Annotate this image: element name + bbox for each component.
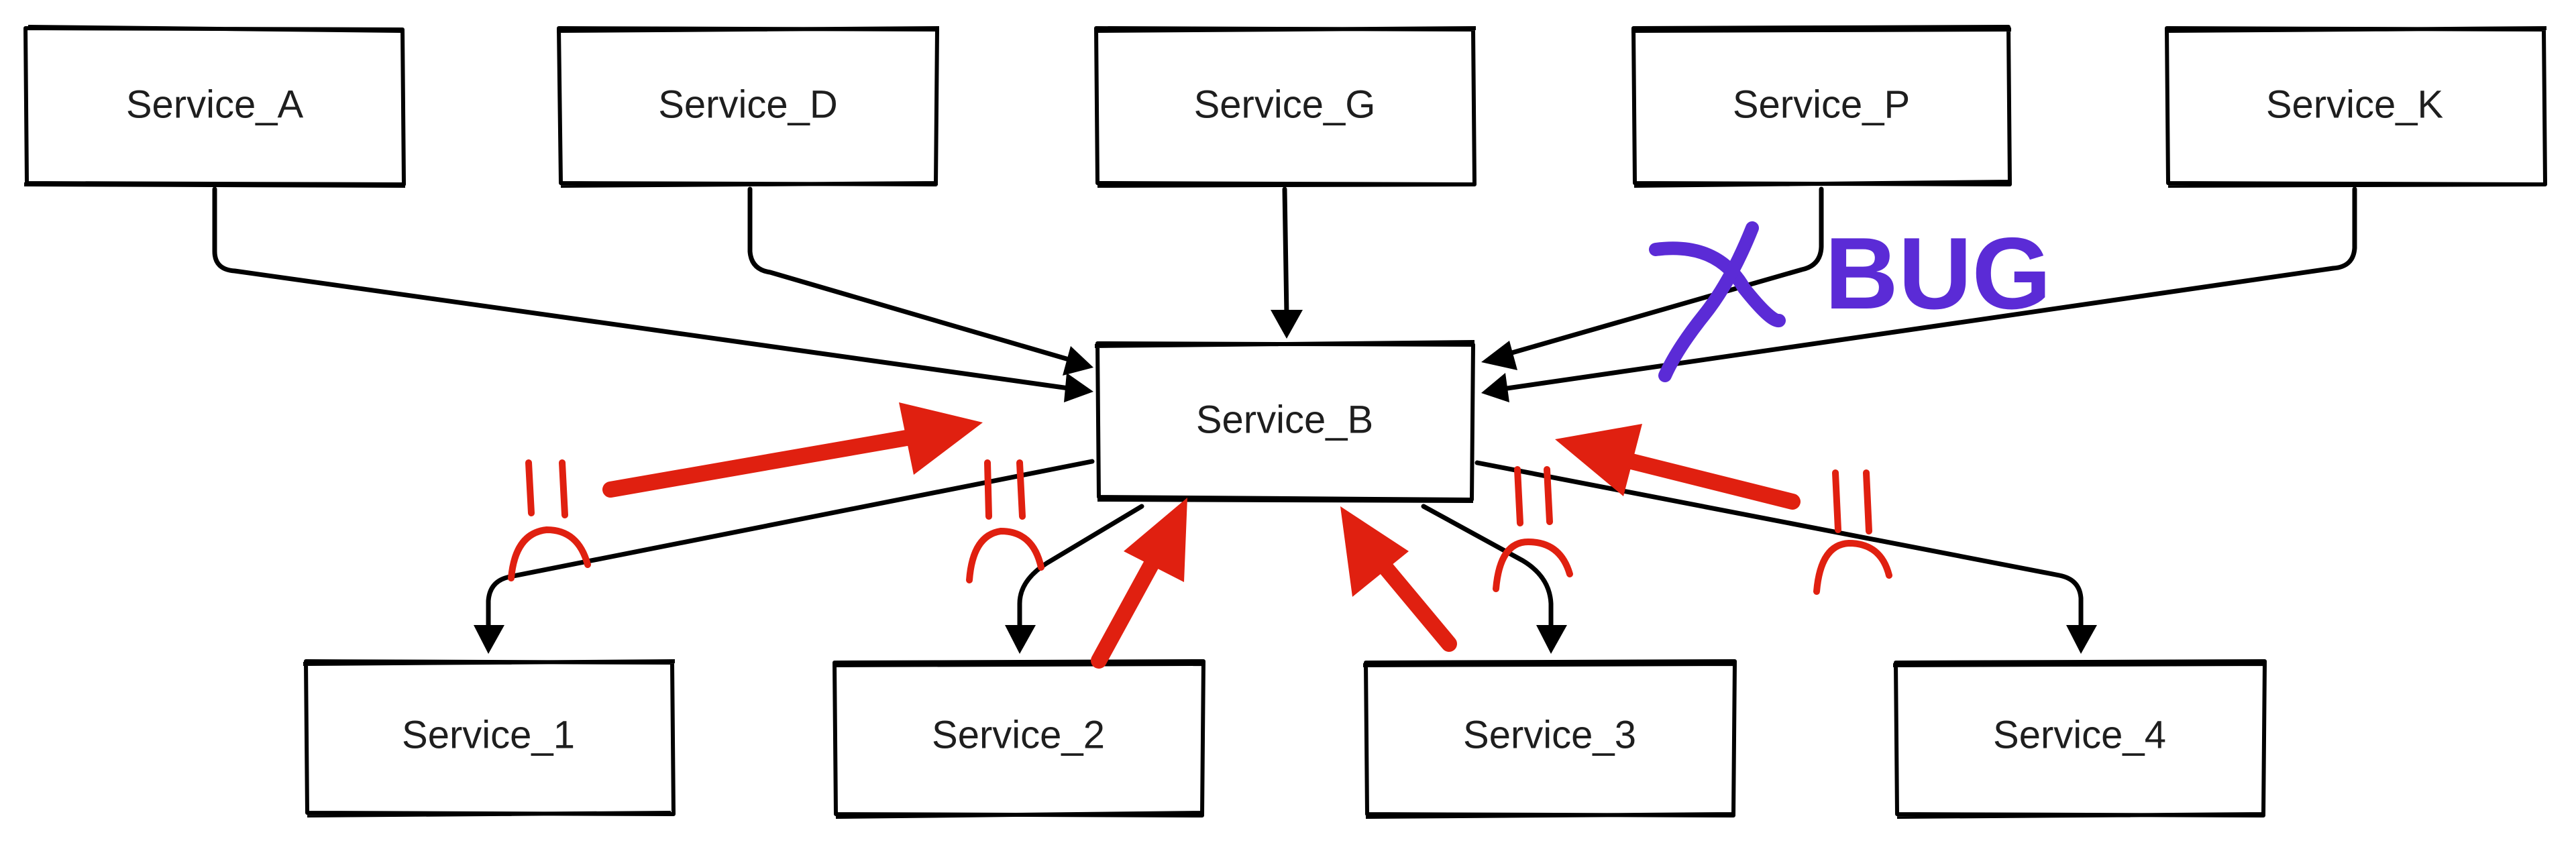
edge-service-a-to-service-b — [212, 186, 1093, 402]
red-arrow-service-3 — [1340, 506, 1457, 652]
node-service-a-label: Service_A — [126, 82, 304, 126]
red-arrow-head-icon — [1340, 506, 1409, 597]
edge-service-b-to-service-2 — [1005, 504, 1144, 654]
node-service-k-label: Service_K — [2266, 82, 2444, 126]
arrowhead-icon — [474, 625, 504, 654]
edge-service-g-to-service-b — [1271, 186, 1303, 339]
node-service-b-label: Service_B — [1196, 398, 1373, 441]
red-arrow-head-icon — [899, 402, 983, 475]
warning-mark-icon — [508, 459, 591, 581]
edge-service-d-to-service-b — [747, 186, 1093, 376]
edge-service-p-to-service-b — [1481, 186, 1824, 370]
bug-label: BUG — [1825, 217, 2051, 331]
edge-service-b-to-service-4 — [1474, 460, 2097, 654]
arrowhead-icon — [1481, 373, 1509, 402]
arrowhead-icon — [2066, 625, 2097, 654]
warning-mark-icon — [1493, 466, 1573, 592]
edge-service-k-to-service-b — [1481, 186, 2357, 402]
node-service-k[interactable]: Service_K — [2165, 26, 2547, 188]
red-arrow-head-icon — [1124, 498, 1187, 582]
node-service-3-label: Service_3 — [1463, 713, 1636, 756]
arrowhead-icon — [1064, 373, 1093, 402]
node-service-1[interactable]: Service_1 — [303, 659, 676, 817]
node-service-p-label: Service_P — [1733, 82, 1910, 126]
node-service-a[interactable]: Service_A — [23, 25, 406, 188]
arrowhead-icon — [1005, 625, 1036, 654]
node-service-2[interactable]: Service_2 — [833, 659, 1205, 819]
bug-cross-icon — [1649, 221, 1786, 382]
warning-mark-icon — [1813, 469, 1892, 595]
node-service-g-label: Service_G — [1194, 82, 1376, 126]
node-service-b[interactable]: Service_B — [1094, 340, 1475, 503]
node-service-d-label: Service_D — [658, 82, 838, 126]
arrowhead-icon — [1536, 625, 1567, 654]
node-service-1-label: Service_1 — [402, 713, 575, 756]
red-arrow-left — [602, 402, 983, 498]
red-arrow-service-2 — [1091, 498, 1187, 669]
warning-mark-icon — [966, 459, 1044, 583]
red-arrow-right — [1555, 424, 1801, 510]
node-service-p[interactable]: Service_P — [1631, 25, 2012, 188]
node-service-4[interactable]: Service_4 — [1892, 659, 2267, 819]
arrowhead-icon — [1481, 341, 1517, 370]
node-service-4-label: Service_4 — [1993, 713, 2166, 756]
edge-service-b-to-service-3 — [1421, 504, 1567, 654]
node-service-g[interactable]: Service_G — [1094, 26, 1477, 188]
arrowhead-icon — [1271, 310, 1303, 339]
red-arrow-head-icon — [1555, 424, 1642, 496]
node-service-3[interactable]: Service_3 — [1362, 659, 1737, 819]
arrowhead-icon — [1063, 346, 1093, 376]
node-service-2-label: Service_2 — [932, 713, 1105, 756]
node-service-d[interactable]: Service_D — [556, 26, 940, 188]
